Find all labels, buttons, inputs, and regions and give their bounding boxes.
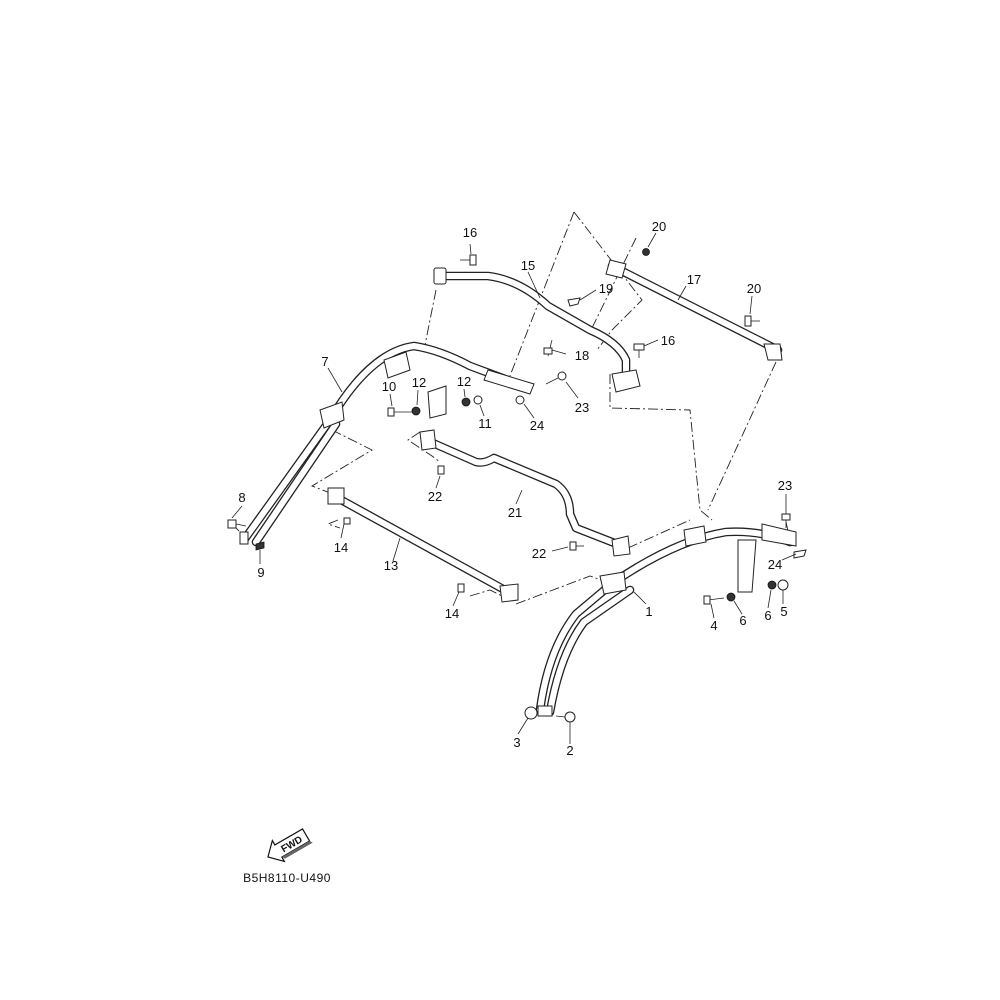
callout-18: 18 <box>575 348 589 363</box>
part-21-middle-bar <box>419 429 631 557</box>
part-7-rear-hoop <box>239 341 535 547</box>
callout-22-a: 22 <box>428 489 442 504</box>
callout-6-a: 6 <box>739 613 746 628</box>
washer-9-icon <box>255 541 265 551</box>
bolt-10-icon <box>387 407 412 417</box>
screw-20-b-icon <box>744 315 760 327</box>
part-1-front-hoop <box>535 523 797 717</box>
bolt-8-icon <box>227 519 247 529</box>
part-17-side-bar <box>605 259 783 361</box>
callout-9: 9 <box>257 565 264 580</box>
bolt-4-icon <box>703 595 725 605</box>
washer-6-a-icon <box>726 592 736 602</box>
callout-5: 5 <box>780 604 787 619</box>
callout-3: 3 <box>513 735 520 750</box>
clip-19-icon <box>567 297 581 307</box>
part-15-upper-bar <box>433 267 641 393</box>
callout-7: 7 <box>321 354 328 369</box>
bolt-23-a-icon <box>545 371 567 385</box>
callout-6-b: 6 <box>764 608 771 623</box>
bolt-2-icon <box>555 711 576 723</box>
callout-10: 10 <box>382 379 396 394</box>
callout-21: 21 <box>508 505 522 520</box>
callout-23-b: 23 <box>778 478 792 493</box>
callout-4: 4 <box>710 618 717 633</box>
nut-24-b-icon <box>793 549 807 559</box>
washer-3-icon <box>524 706 538 720</box>
callout-13: 13 <box>384 558 398 573</box>
bolt-14-a-icon <box>343 517 351 525</box>
callout-numbers: 16 15 20 17 20 19 18 16 23 24 7 10 12 12… <box>238 219 792 758</box>
forward-direction-arrow-icon: FWD <box>267 828 313 863</box>
assembly-guide-lines <box>231 211 791 717</box>
callout-1: 1 <box>645 604 652 619</box>
callout-2: 2 <box>566 743 573 758</box>
washer-11-icon <box>473 395 483 405</box>
bolt-18-icon <box>543 339 553 357</box>
callout-17: 17 <box>687 272 701 287</box>
washer-5-icon <box>777 579 789 591</box>
callout-23-a: 23 <box>575 400 589 415</box>
bolt-14-b-icon <box>457 583 465 593</box>
callout-11: 11 <box>478 416 492 431</box>
callout-16-top: 16 <box>463 225 477 240</box>
callout-20-a: 20 <box>652 219 666 234</box>
bolt-23-b-icon <box>781 513 791 528</box>
callout-24-b: 24 <box>768 557 782 572</box>
screw-20-a-icon <box>642 248 650 256</box>
bolt-22-a-icon <box>437 465 445 475</box>
leader-lines <box>231 232 797 744</box>
callout-20-b: 20 <box>747 281 761 296</box>
diagram-code: B5H8110-U490 <box>243 871 331 885</box>
washer-12-b-icon <box>461 397 471 407</box>
bolt-16-top-icon <box>460 254 477 266</box>
callout-14-a: 14 <box>334 540 348 555</box>
callout-12-b: 12 <box>457 374 471 389</box>
callout-24-a: 24 <box>530 418 544 433</box>
washer-6-b-icon <box>767 580 777 590</box>
washer-12-a-icon <box>411 406 421 416</box>
callout-22-b: 22 <box>532 546 546 561</box>
callout-14-b: 14 <box>445 606 459 621</box>
callout-16-right: 16 <box>661 333 675 348</box>
callout-19: 19 <box>599 281 613 296</box>
nut-24-a-icon <box>515 395 525 405</box>
hardware <box>227 248 807 723</box>
part-13-cross-bar <box>327 487 519 603</box>
callout-15: 15 <box>521 258 535 273</box>
callout-12-a: 12 <box>412 375 426 390</box>
bolt-22-b-icon <box>569 541 584 551</box>
bolt-16-right-icon <box>633 343 645 358</box>
callout-8: 8 <box>238 490 245 505</box>
